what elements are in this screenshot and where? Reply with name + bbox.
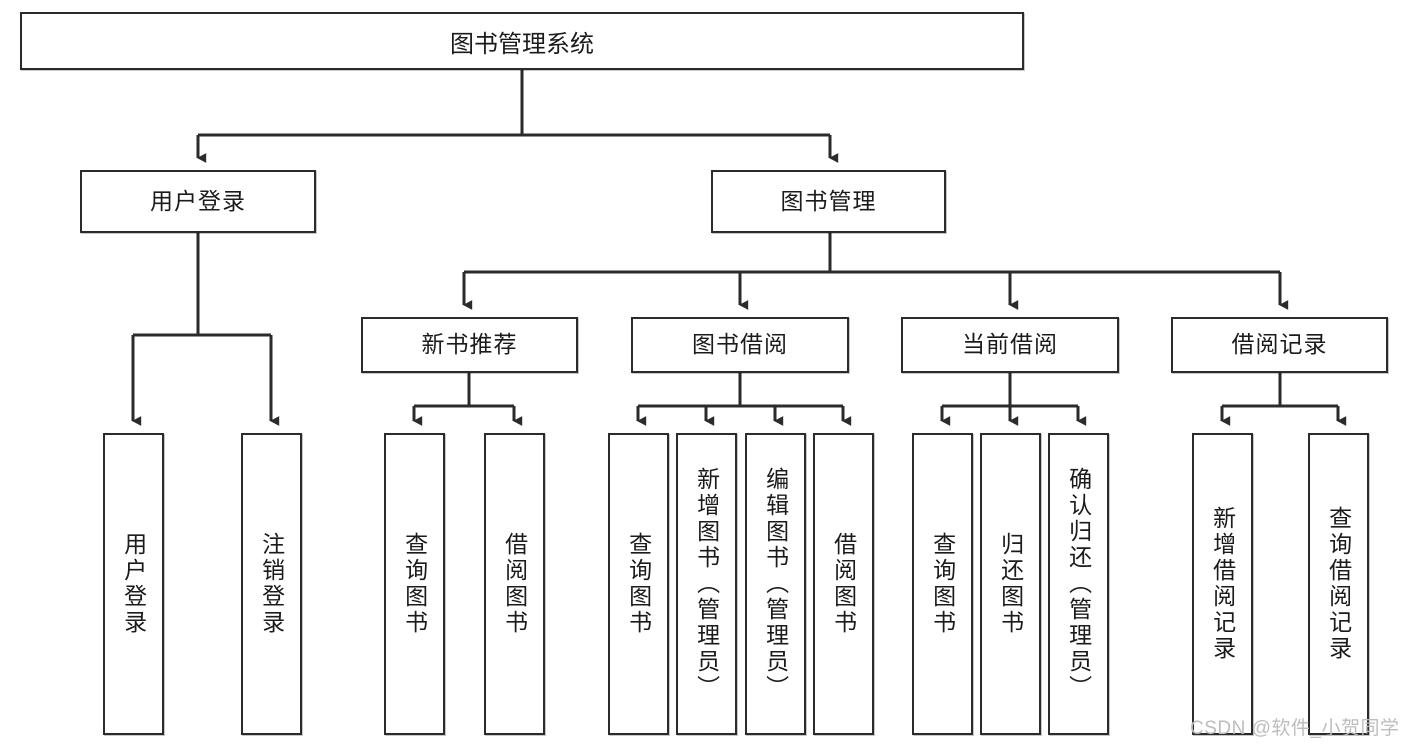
leaf-current-return-book[interactable]: 归还图书 — [980, 433, 1041, 735]
node-borrow-records[interactable]: 借阅记录 — [1171, 317, 1388, 373]
leaf-new-book-query[interactable]: 查询图书 — [384, 433, 445, 735]
leaf-user-logout[interactable]: 注销登录 — [241, 433, 302, 735]
leaf-label: 归还图书 — [997, 532, 1024, 636]
leaf-new-book-borrow[interactable]: 借阅图书 — [484, 433, 545, 735]
leaf-label: 查询借阅记录 — [1325, 506, 1352, 662]
leaf-user-login[interactable]: 用户登录 — [103, 433, 164, 735]
node-current-borrow[interactable]: 当前借阅 — [901, 317, 1119, 373]
leaf-current-confirm-return-admin[interactable]: 确认归还（管理员） — [1048, 433, 1109, 735]
leaf-records-add-record[interactable]: 新增借阅记录 — [1192, 433, 1253, 735]
leaf-label: 查询图书 — [929, 532, 956, 636]
node-root-system[interactable]: 图书管理系统 — [20, 12, 1024, 70]
node-user-login[interactable]: 用户登录 — [80, 170, 316, 233]
leaf-label: 确认归还（管理员） — [1065, 467, 1092, 701]
leaf-label: 新增借阅记录 — [1209, 506, 1236, 662]
leaf-label: 借阅图书 — [501, 532, 528, 636]
leaf-borrow-add-book-admin[interactable]: 新增图书（管理员） — [676, 433, 737, 735]
leaf-label: 查询图书 — [401, 532, 428, 636]
leaf-label: 注销登录 — [258, 532, 285, 636]
leaf-label: 新增图书（管理员） — [693, 467, 720, 701]
leaf-borrow-borrow-book[interactable]: 借阅图书 — [813, 433, 874, 735]
leaf-current-query-book[interactable]: 查询图书 — [912, 433, 973, 735]
leaf-label: 借阅图书 — [830, 532, 857, 636]
leaf-label: 查询图书 — [625, 532, 652, 636]
watermark-csdn: CSDN @软件_小贺同学 — [1190, 718, 1400, 739]
leaf-records-query-record[interactable]: 查询借阅记录 — [1308, 433, 1369, 735]
leaf-label: 编辑图书（管理员） — [762, 467, 789, 701]
leaf-borrow-edit-book-admin[interactable]: 编辑图书（管理员） — [745, 433, 806, 735]
leaf-borrow-query-book[interactable]: 查询图书 — [608, 433, 669, 735]
node-book-management[interactable]: 图书管理 — [711, 170, 946, 233]
leaf-label: 用户登录 — [120, 532, 147, 636]
node-new-book-recommend[interactable]: 新书推荐 — [361, 317, 578, 373]
node-book-borrow[interactable]: 图书借阅 — [631, 317, 849, 373]
